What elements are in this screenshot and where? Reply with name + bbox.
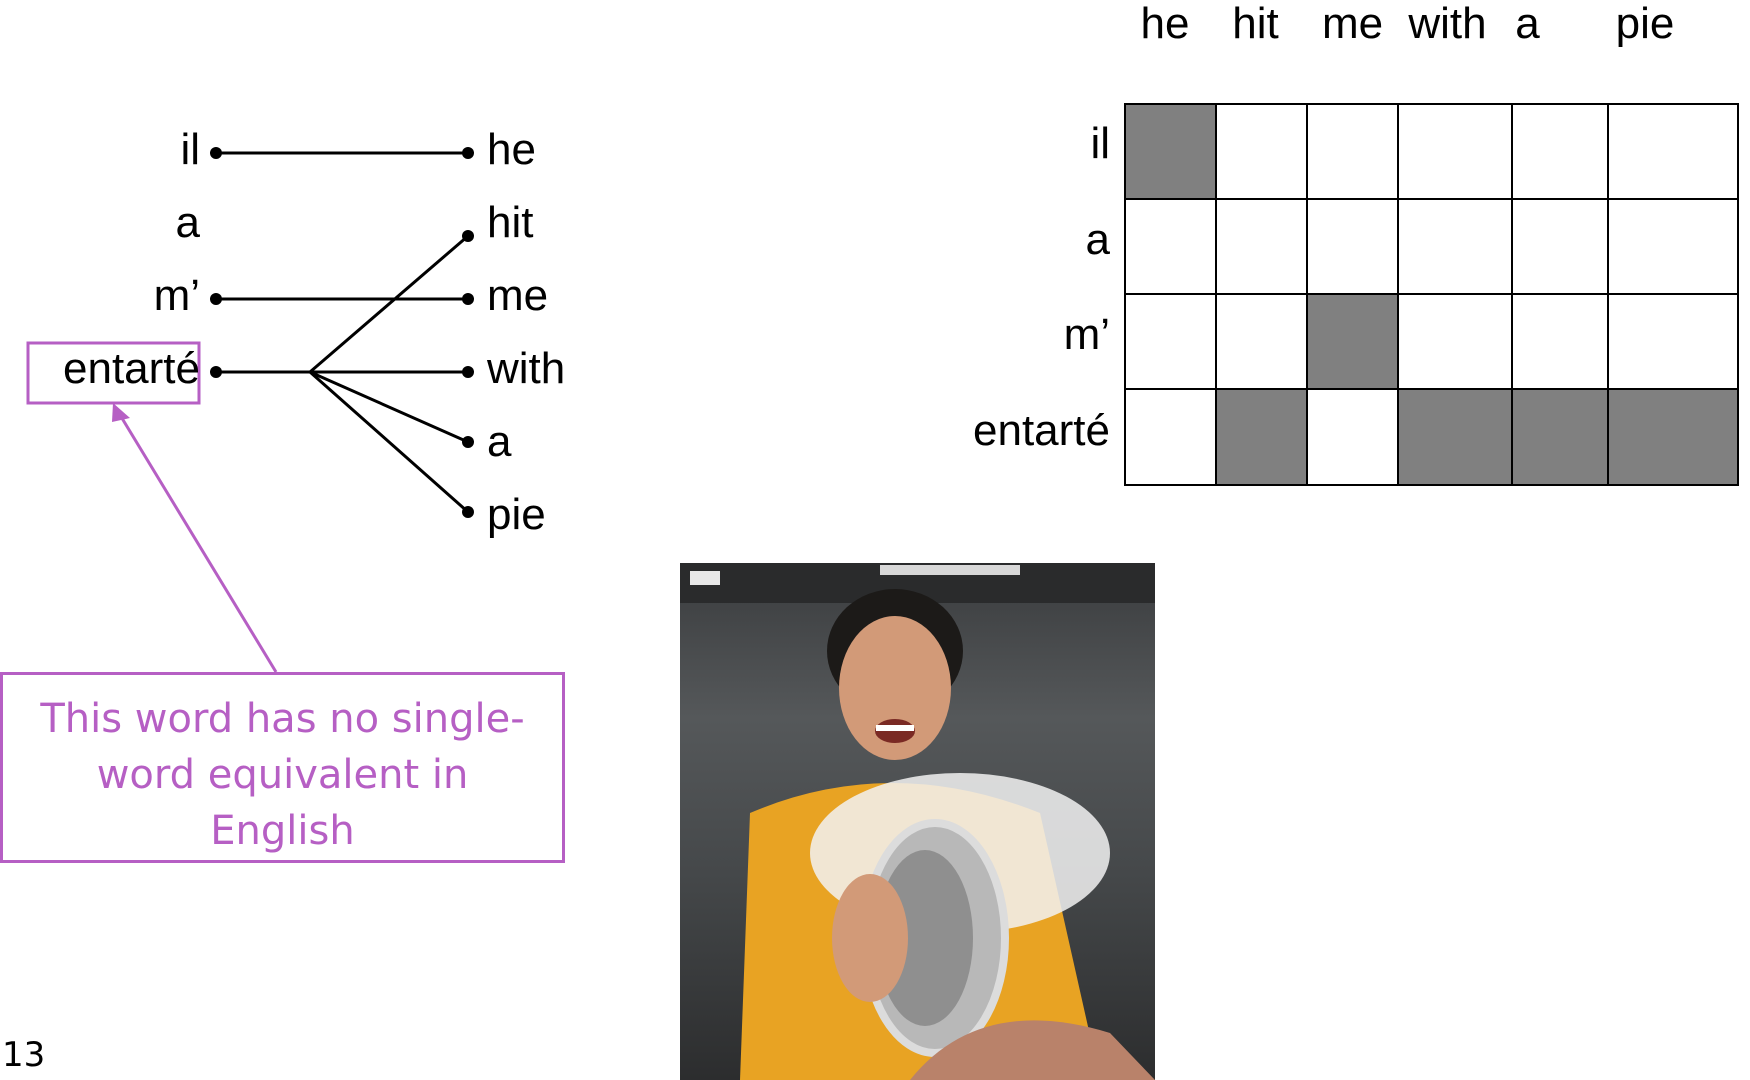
- matrix-cell-empty: [1397, 103, 1513, 200]
- matrix-col-hit: hit: [1232, 0, 1279, 48]
- target-word-he: he: [487, 125, 536, 174]
- target-word-a: a: [487, 417, 512, 466]
- target-word-hit: hit: [487, 198, 534, 247]
- alignment-link: [309, 234, 469, 374]
- callout-arrow-head: [112, 403, 130, 422]
- target-dot: [462, 506, 474, 518]
- alignment-dots: [210, 147, 474, 518]
- matrix-cell-filled: [1215, 388, 1308, 486]
- alignment-link: [309, 370, 469, 444]
- source-dot: [210, 366, 222, 378]
- matrix-cell-empty: [1397, 293, 1513, 390]
- matrix-cell-empty: [1306, 103, 1399, 200]
- matrix-cell-filled: [1511, 388, 1609, 486]
- matrix-cell-empty: [1124, 198, 1217, 295]
- matrix-cell-empty: [1511, 103, 1609, 200]
- target-dot: [462, 230, 474, 242]
- matrix-cell-empty: [1607, 103, 1739, 200]
- alignment-link: [309, 370, 469, 514]
- matrix-col-a: a: [1515, 0, 1540, 48]
- callout-line-3: English: [210, 808, 355, 854]
- matrix-col-pie: pie: [1615, 0, 1675, 48]
- alignment-matrix: [1124, 103, 1739, 486]
- target-word-pie: pie: [487, 490, 546, 539]
- matrix-cell-empty: [1607, 293, 1739, 390]
- callout-box: This word has no single- word equivalent…: [0, 672, 565, 863]
- source-dot: [210, 293, 222, 305]
- matrix-cell-empty: [1397, 198, 1513, 295]
- callout-line-2: word equivalent in: [96, 752, 469, 798]
- source-dot: [210, 147, 222, 159]
- photo-illustration: [680, 563, 1155, 1080]
- matrix-cell-empty: [1215, 293, 1308, 390]
- matrix-cell-filled: [1124, 103, 1217, 200]
- matrix-cell-empty: [1511, 198, 1609, 295]
- callout-line-1: This word has no single-: [40, 696, 525, 742]
- matrix-cell-filled: [1397, 388, 1513, 486]
- target-dot: [462, 366, 474, 378]
- matrix-cell-filled: [1306, 293, 1399, 390]
- matrix-row-m: m’: [1063, 310, 1110, 359]
- matrix-col-with: with: [1408, 0, 1487, 48]
- matrix-cell-empty: [1215, 198, 1308, 295]
- source-word-a: a: [175, 198, 200, 247]
- matrix-row-entarte: entarté: [973, 406, 1110, 455]
- matrix-cell-empty: [1124, 388, 1217, 486]
- matrix-col-me: me: [1321, 0, 1384, 48]
- target-word-with: with: [487, 344, 566, 393]
- matrix-cell-empty: [1306, 388, 1399, 486]
- source-word-il: il: [180, 125, 200, 174]
- matrix-cell-empty: [1124, 293, 1217, 390]
- matrix-row-a: a: [1085, 215, 1110, 264]
- matrix-row-il: il: [1090, 119, 1110, 168]
- matrix-cell-empty: [1607, 198, 1739, 295]
- target-word-me: me: [487, 271, 549, 320]
- matrix-cell-empty: [1306, 198, 1399, 295]
- target-dot: [462, 293, 474, 305]
- target-dot: [462, 147, 474, 159]
- source-word-m: m’: [153, 271, 200, 320]
- page-number: 13: [2, 1035, 46, 1075]
- target-dot: [462, 436, 474, 448]
- matrix-cell-filled: [1607, 388, 1739, 486]
- matrix-cell-empty: [1215, 103, 1308, 200]
- highlight-box: [26, 341, 201, 405]
- matrix-cell-empty: [1511, 293, 1609, 390]
- alignment-links: [216, 151, 469, 514]
- callout-arrow-line: [115, 409, 278, 673]
- pie-to-face-photo: [680, 563, 1155, 1080]
- source-word-entarte: entarté: [63, 344, 200, 393]
- matrix-col-he: he: [1140, 0, 1190, 48]
